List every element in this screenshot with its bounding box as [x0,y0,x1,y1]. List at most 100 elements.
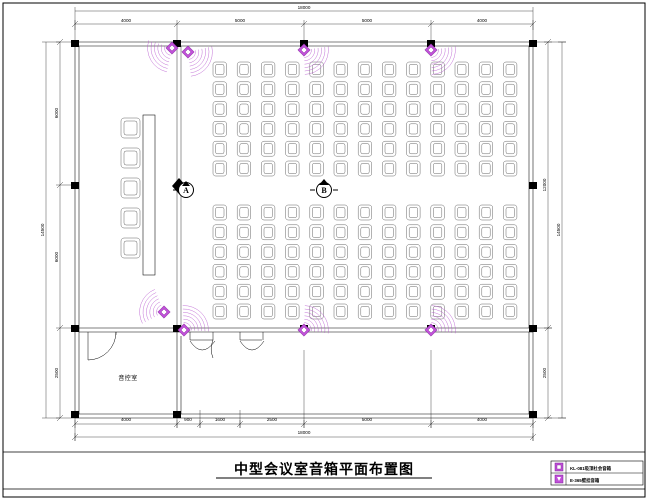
seat-back [336,226,346,238]
seat-outline [333,303,348,320]
seat-outline [454,303,469,320]
seat-outline [357,140,372,157]
seat-back [457,207,467,218]
seat-back [336,207,346,218]
seat-outline [236,61,251,78]
seat-back [312,103,322,115]
seat-back [215,143,225,155]
seat [285,140,300,157]
speaker-diamond-core [180,326,188,334]
seat-back [360,143,370,155]
seat-outline [503,204,518,221]
seat-back [384,103,394,115]
seat-back [408,83,418,95]
seat-back [481,143,491,155]
seat [236,244,251,260]
seat [309,303,324,320]
seat-back [505,103,515,115]
seat-outline [261,121,276,137]
room-label-control-room: 音控室 [118,374,137,382]
seat [261,121,276,137]
seat-outline [503,81,518,98]
seat-back [433,103,443,115]
sound-wave-arcs [182,305,209,332]
seat-back [336,246,346,258]
dim-bottom-seg-4: 5000 [362,417,373,422]
legend-label-0: KL-081吸顶杜会音箱 [570,465,612,472]
seat-outline [212,264,227,280]
seat [285,61,300,78]
seat [212,264,227,280]
head-table [142,114,156,276]
seat-outline [478,61,493,78]
seat [212,101,227,117]
seat-outline [309,121,324,137]
seat-outline [406,81,421,98]
seat [478,81,493,98]
seat-back [263,64,273,75]
seat [261,61,276,78]
seat [357,224,372,241]
seat [406,101,421,117]
seat-back [481,64,491,75]
seat [357,101,372,117]
seat [382,101,397,117]
seat [309,121,324,137]
seat [357,244,372,260]
seat-back [312,246,322,258]
seat [406,244,421,260]
seat [430,160,445,177]
grid-bubble-b-label: B [321,186,327,195]
dim-bottom-seg-1: 900 [184,417,192,422]
speaker-symbol [297,305,329,337]
seat [261,224,276,241]
seat-back [360,103,370,115]
seat-outline [503,264,518,280]
sound-wave-arc [431,48,442,61]
seat [333,264,348,280]
seat-outline [309,140,324,157]
seat [430,264,445,280]
sound-wave-arc [304,312,322,333]
seat-back [505,163,515,174]
seat-outline [478,283,493,300]
seat-back [215,123,225,135]
seat-back [505,207,515,218]
seat-outline [357,160,372,177]
dim-right-seg-1: 2500 [542,367,547,378]
seat-outline [236,244,251,260]
seat-outline [478,140,493,157]
sound-wave-arc [431,46,456,75]
seat [333,160,348,177]
speaker-symbol [147,40,179,73]
seat-outline [212,303,227,320]
seat [285,224,300,241]
seat-outline [212,283,227,300]
seat-back [215,207,225,218]
seat-outline [212,204,227,221]
seat-outline [503,121,518,137]
seat [503,61,518,78]
sound-wave-arc [304,48,315,61]
seat-outline [357,224,372,241]
seat-outline [478,204,493,221]
seat-back [408,226,418,238]
seat [454,303,469,320]
seat-back [360,306,370,317]
seat-back [360,246,370,258]
seat-back [239,226,249,238]
seat-outline [382,81,397,98]
speaker-symbol [424,43,456,75]
seat-outline [285,101,300,117]
seat [382,160,397,177]
seat-outline [261,81,276,98]
seat [430,204,445,221]
seat-back [360,123,370,135]
speaker-diamond-core [427,326,435,334]
seat-back [433,207,443,218]
seat-back [360,286,370,298]
sound-wave-arc [189,48,203,67]
seat [406,61,421,78]
seat-back [215,83,225,95]
